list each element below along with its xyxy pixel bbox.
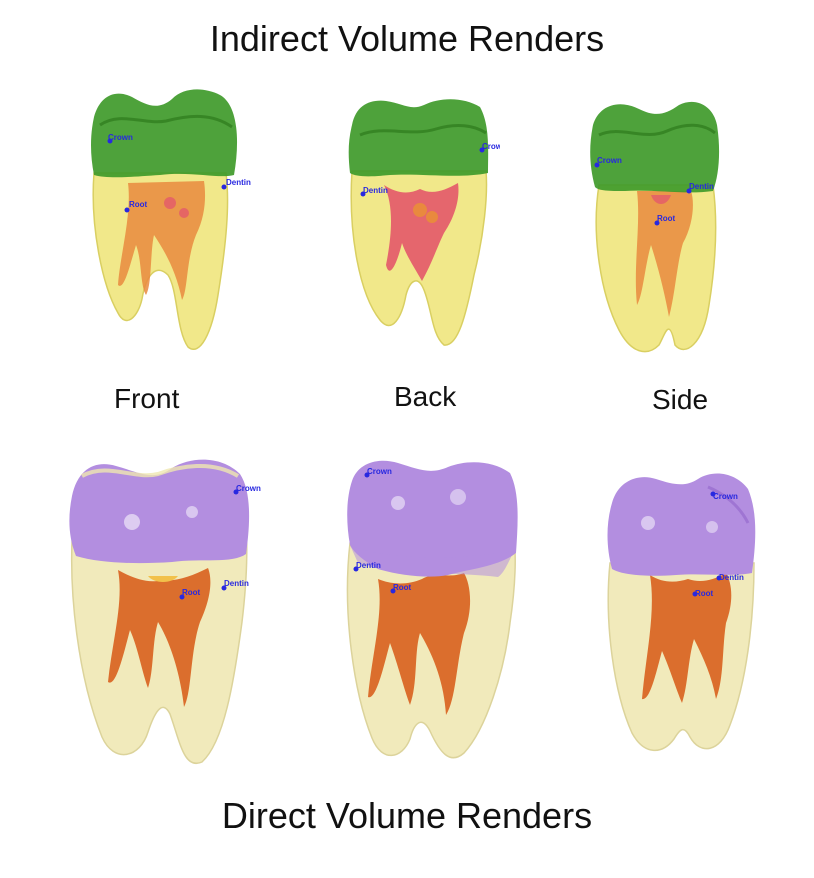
indirect-render-back: Crown Dentin [348, 99, 500, 346]
dentin-marker-label: Dentin [226, 178, 251, 187]
direct-render-front: Crown Dentin Root [69, 459, 261, 765]
crown-marker-label: Crown [367, 467, 392, 476]
dentin-marker-label: Dentin [689, 182, 714, 191]
crown-marker-label: Crown [108, 133, 133, 142]
crown-marker-label: Crown [713, 492, 738, 501]
root-marker-label: Root [393, 583, 412, 592]
title-indirect-volume-renders: Indirect Volume Renders [209, 18, 605, 59]
view-label-side: Side [652, 384, 709, 415]
crown-marker-label: Crown [597, 156, 622, 165]
dentin-marker-label: Dentin [363, 186, 388, 195]
direct-render-side: Crown Dentin Root [607, 473, 756, 751]
dentin-marker-label: Dentin [356, 561, 381, 570]
dentin-marker-label: Dentin [719, 573, 744, 582]
title-direct-volume-renders: Direct Volume Renders [221, 795, 593, 836]
view-label-back: Back [394, 381, 457, 412]
indirect-render-side: Crown Dentin Root [590, 101, 720, 353]
root-marker-label: Root [182, 588, 201, 597]
crown-marker-label: Crown [482, 142, 500, 151]
dentin-marker-label: Dentin [224, 579, 249, 588]
direct-render-back: Crown Dentin Root [346, 460, 518, 759]
root-marker-label: Root [657, 214, 676, 223]
root-marker-label: Root [129, 200, 148, 209]
view-label-front: Front [114, 383, 180, 414]
indirect-render-front: Crown Dentin Root [91, 89, 251, 350]
crown-marker-label: Crown [236, 484, 261, 493]
root-marker-label: Root [695, 589, 714, 598]
